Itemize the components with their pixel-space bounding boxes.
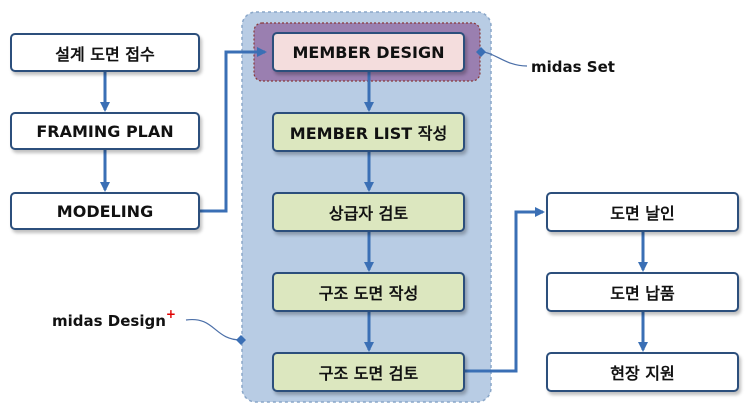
midas-design-callout-diamond: [236, 335, 246, 345]
midas-set-text: midas Set: [531, 58, 615, 76]
flow-step-label: 구조 도면 검토: [318, 364, 419, 383]
flow-step-framing-plan: FRAMING PLAN: [10, 112, 200, 150]
flow-step-label: 현장 지원: [610, 364, 675, 383]
midas-design-callout-line: [185, 319, 242, 341]
flow-step-label: FRAMING PLAN: [36, 121, 174, 141]
flow-step-structural-drawing: 구조 도면 작성: [272, 272, 465, 312]
flow-step-label: 구조 도면 작성: [318, 284, 419, 303]
flow-step-supervisor-review: 상급자 검토: [272, 192, 465, 232]
flow-step-member-design: MEMBER DESIGN: [272, 32, 465, 72]
flow-step-member-list: MEMBER LIST 작성: [272, 112, 465, 152]
midas-set-label: midas Set: [531, 58, 615, 76]
midas-set-callout-diamond: [476, 47, 486, 57]
flow-step-drawing-delivery: 도면 납품: [546, 272, 739, 312]
flow-step-site-support: 현장 지원: [546, 352, 739, 392]
midas-design-label: midas Design+: [52, 307, 176, 330]
midas-design-plus: +: [165, 307, 176, 321]
flow-step-drawing-receipt: 설계 도면 접수: [10, 33, 200, 72]
flow-step-label: MEMBER DESIGN: [292, 42, 445, 62]
midas-design-text: midas Design: [52, 312, 166, 330]
flow-step-label: 설계 도면 접수: [55, 44, 155, 64]
flow-step-label: 도면 납품: [610, 284, 675, 303]
flow-step-structural-drawing-review: 구조 도면 검토: [272, 352, 465, 392]
flow-step-label: 도면 날인: [610, 204, 675, 223]
flow-step-modeling: MODELING: [10, 192, 200, 230]
flow-step-drawing-seal: 도면 날인: [546, 192, 739, 232]
arrow-review-to-seal: [465, 207, 545, 373]
flow-step-label: MODELING: [56, 201, 154, 221]
flow-step-label: MEMBER LIST 작성: [289, 124, 448, 143]
flow-step-label: 상급자 검토: [328, 204, 409, 223]
arrow-modeling-to-member-design: [200, 47, 267, 213]
